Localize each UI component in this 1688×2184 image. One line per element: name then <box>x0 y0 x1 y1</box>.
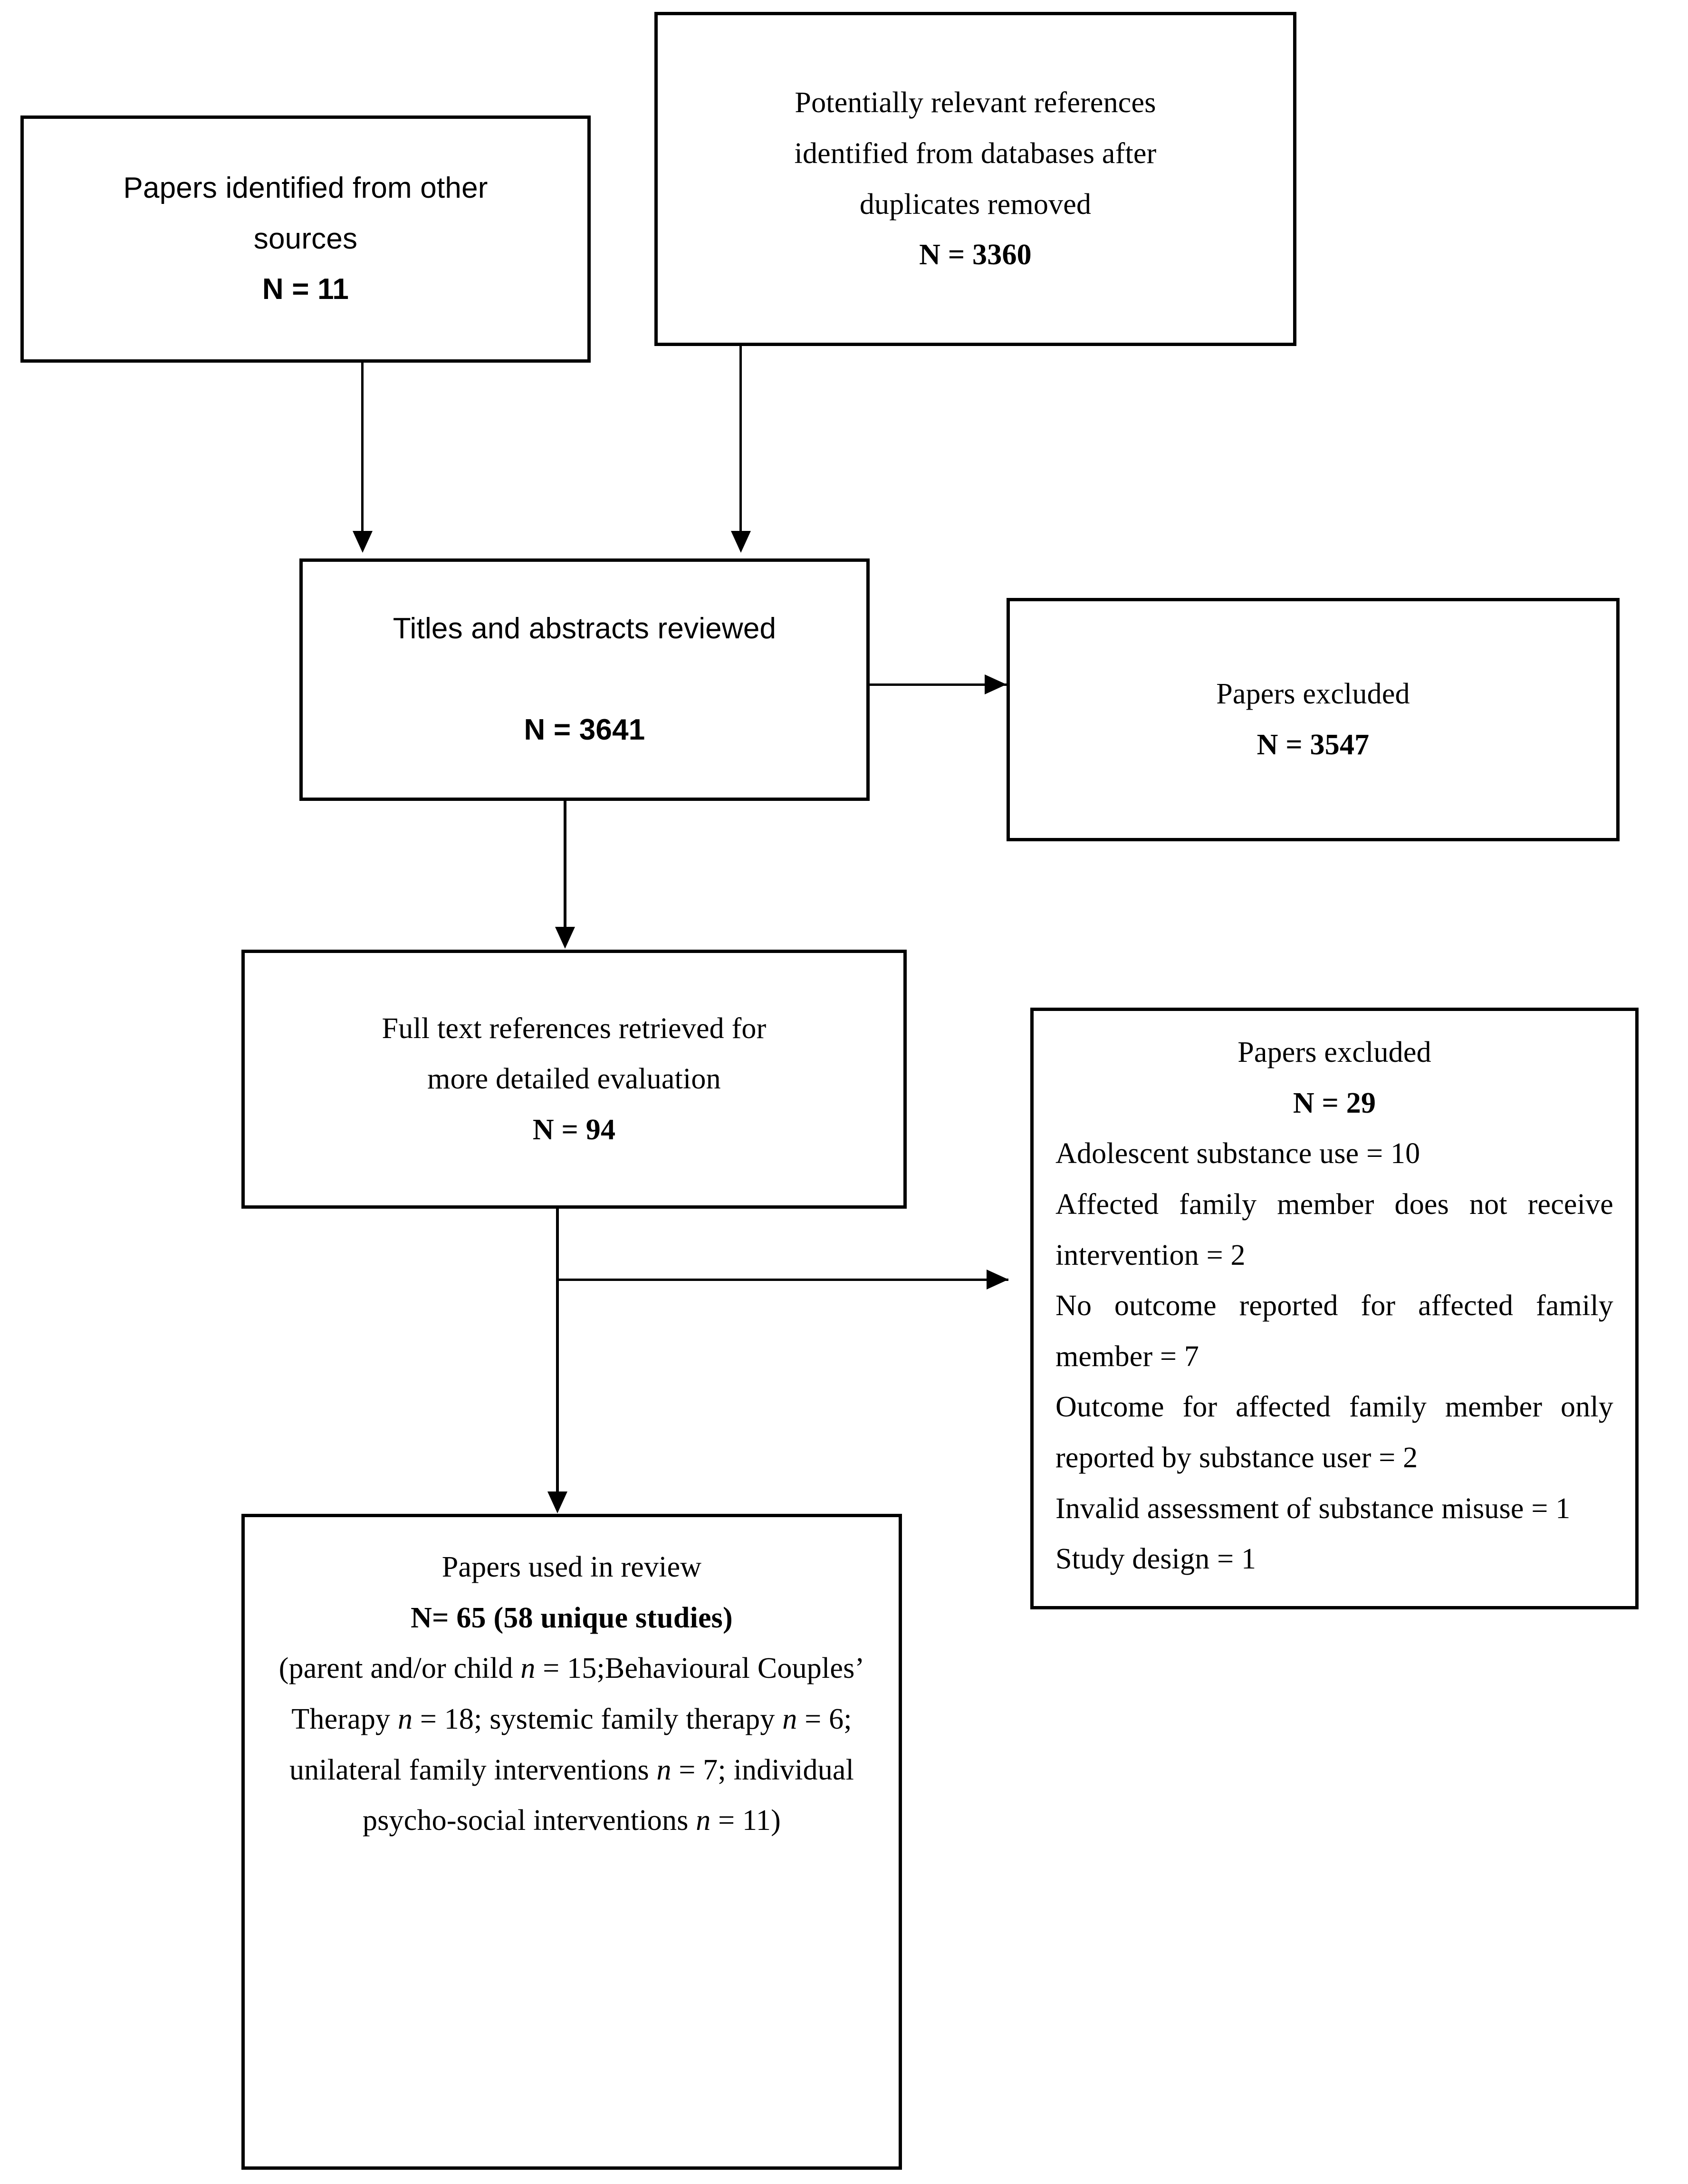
connector-other-sources-to-titles <box>361 363 364 535</box>
arrowhead-fulltext-to-excluded-fulltext <box>987 1270 1008 1289</box>
node-full-text-retrieved: Full text references retrieved for more … <box>241 950 907 1209</box>
node-other-sources-line-1: Papers identified from other <box>123 172 488 205</box>
exclusion-reason-item: No outcome reported for affected family … <box>1055 1289 1613 1373</box>
node-excluded-screening-count: N = 3547 <box>1256 729 1370 761</box>
node-papers-excluded-fulltext: Papers excluded N = 29 Adolescent substa… <box>1030 1008 1639 1609</box>
node-fulltext-count: N = 94 <box>532 1113 616 1146</box>
node-other-sources-line-2: sources <box>253 222 358 255</box>
sample-size-symbol: n <box>397 1703 413 1735</box>
node-excluded-screening-line-1: Papers excluded <box>1216 678 1410 711</box>
sample-size-symbol: n <box>520 1652 536 1685</box>
arrowhead-titles-to-excluded-screening <box>985 674 1007 694</box>
node-included-heading: Papers used in review <box>441 1551 702 1583</box>
node-papers-excluded-screening: Papers excluded N = 3547 <box>1007 598 1620 841</box>
node-fulltext-line-2: more detailed evaluation <box>427 1063 721 1096</box>
node-titles-abstracts: Titles and abstracts reviewed N = 3641 <box>299 558 870 801</box>
node-papers-databases: Potentially relevant references identifi… <box>654 12 1296 346</box>
node-excluded-fulltext-heading: Papers excluded <box>1237 1036 1431 1068</box>
connector-titles-to-fulltext <box>564 801 566 932</box>
node-databases-line-3: duplicates removed <box>859 188 1092 221</box>
node-other-sources-count: N = 11 <box>262 273 349 306</box>
node-titles-count: N = 3641 <box>524 713 645 747</box>
connector-titles-to-excluded-screening <box>870 683 1007 686</box>
arrowhead-other-sources-to-titles <box>353 531 373 553</box>
exclusion-reason-item: Invalid assessment of substance misuse =… <box>1055 1492 1571 1525</box>
arrowhead-titles-to-fulltext <box>555 927 575 949</box>
node-fulltext-line-1: Full text references retrieved for <box>382 1012 767 1045</box>
exclusion-reason-item: Affected family member does not receive … <box>1055 1188 1613 1271</box>
sample-size-symbol: n <box>656 1753 671 1786</box>
sample-size-symbol: n <box>696 1804 711 1837</box>
node-databases-line-1: Potentially relevant references <box>795 87 1156 119</box>
connector-fulltext-branch-trunk <box>556 1209 559 1498</box>
node-databases-line-2: identified from databases after <box>794 137 1157 170</box>
connector-databases-to-titles <box>739 346 742 535</box>
node-papers-other-sources: Papers identified from other sources N =… <box>20 115 591 363</box>
node-databases-count: N = 3360 <box>919 239 1032 271</box>
arrowhead-fulltext-to-included <box>547 1491 567 1513</box>
exclusion-reason-item: Outcome for affected family member only … <box>1055 1391 1613 1474</box>
arrowhead-databases-to-titles <box>731 531 751 553</box>
exclusion-reason-item: Adolescent substance use = 10 <box>1055 1137 1420 1170</box>
sample-size-symbol: n <box>782 1703 797 1735</box>
node-papers-used-in-review: Papers used in review N= 65 (58 unique s… <box>241 1514 902 2170</box>
node-included-count: N= 65 (58 unique studies) <box>411 1601 733 1634</box>
node-titles-line-1: Titles and abstracts reviewed <box>393 612 777 645</box>
connector-fulltext-to-excluded-fulltext <box>556 1279 1008 1281</box>
node-included-breakdown: (parent and/or child n = 15;Behavioural … <box>278 1652 865 1837</box>
exclusion-reason-item: Study design = 1 <box>1055 1543 1256 1576</box>
node-excluded-fulltext-count: N = 29 <box>1293 1087 1376 1119</box>
